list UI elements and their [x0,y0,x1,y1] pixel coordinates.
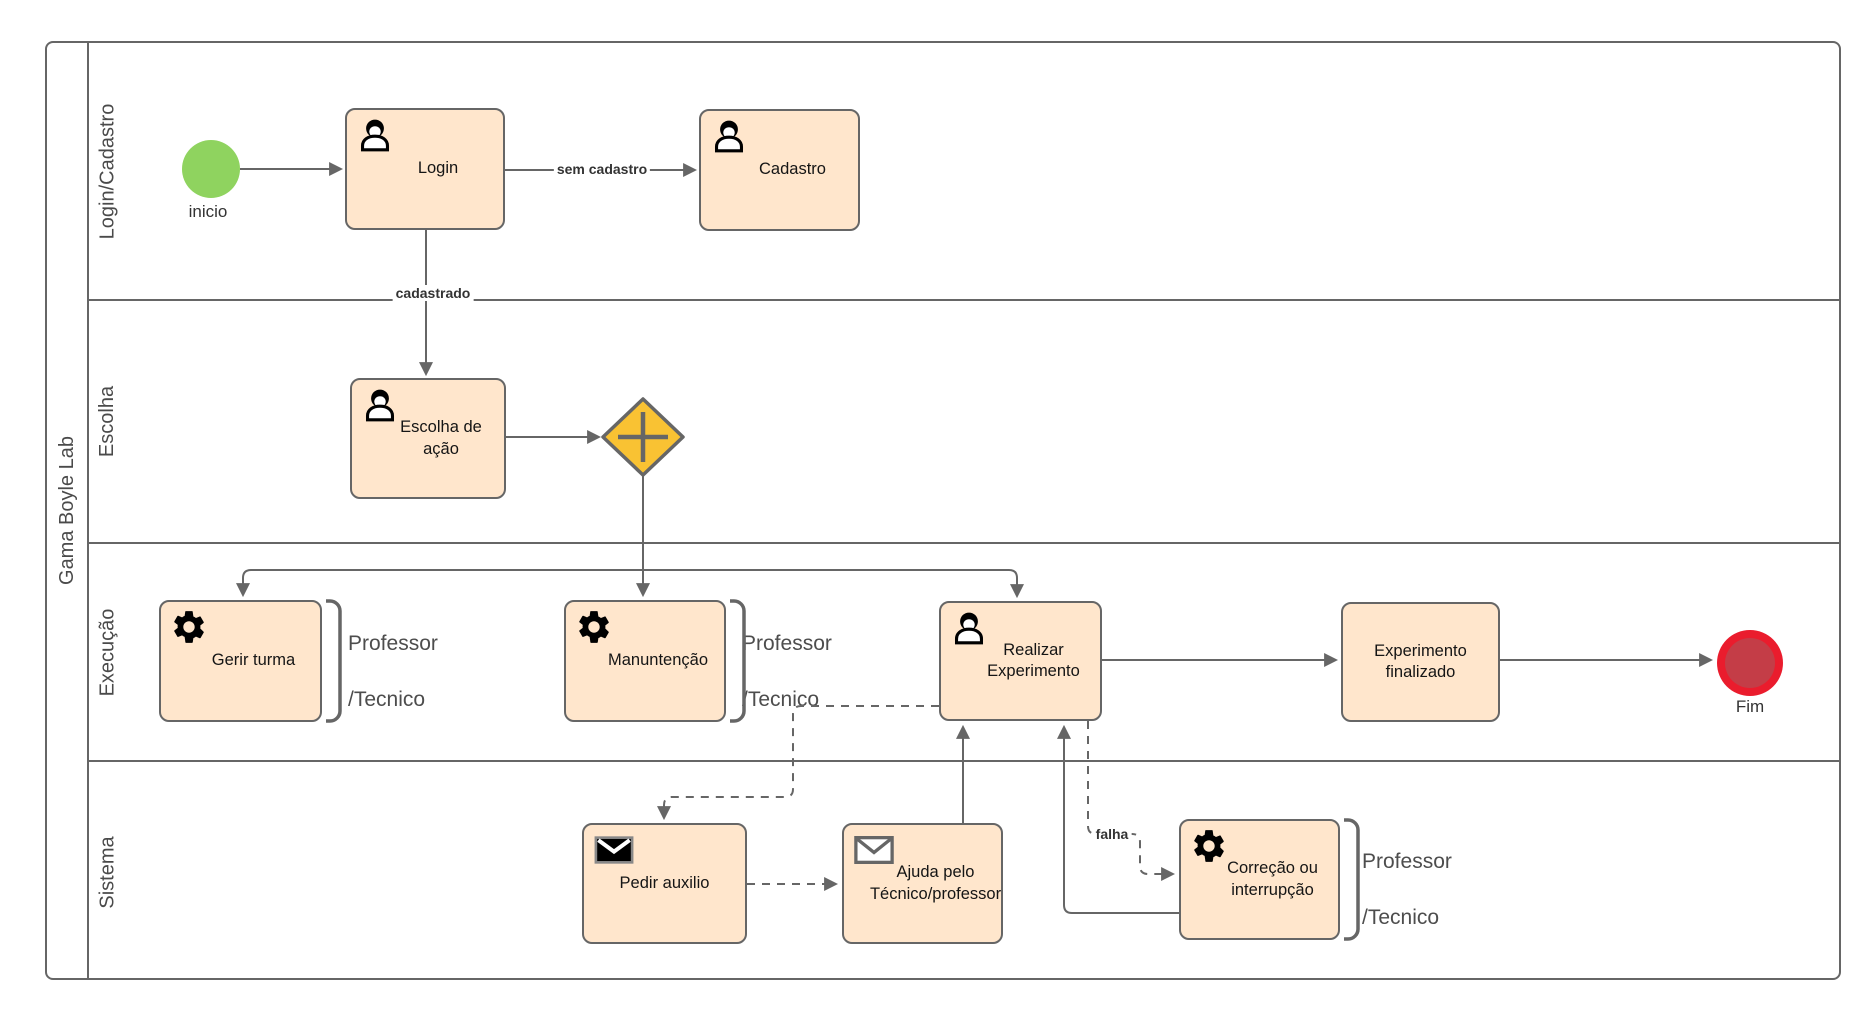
annotation-bracket [326,599,342,723]
task-label: Ajuda pelo Técnico/professor [869,863,1002,903]
annotation-line1: Professor [1362,850,1452,873]
end-event-label: Fim [1735,697,1765,716]
lane-execucao: Execução [89,542,1839,760]
envelope-filled-icon [594,836,634,870]
flow-realizar-pedir-auxilio [657,705,939,821]
annotation-bracket [730,599,746,723]
edge-label-cadastrado: cadastrado [392,285,474,301]
task-label: Correção ou interrupção [1227,859,1318,899]
gear-icon [1190,827,1228,871]
task-experimento-finalizado[interactable]: Experimento finalizado [1341,602,1500,722]
task-correcao-ou-interrupcao[interactable]: Correção ou interrupção [1179,819,1340,940]
plus-icon [618,412,668,462]
task-label: Cadastro [759,160,826,179]
annotation-line2: /Tecnico [348,688,426,711]
task-pedir-auxilio[interactable]: Pedir auxilio [582,823,747,944]
task-cadastro[interactable]: Cadastro [699,109,860,231]
annotation-professor-tecnico: Professor /Tecnico [348,630,438,714]
user-icon [950,609,988,653]
task-realizar-experimento[interactable]: Realizar Experimento [939,601,1102,721]
user-icon [361,386,399,430]
start-event-label: inicio [188,202,228,221]
edge-label-falha: falha [1092,826,1132,842]
annotation-professor-tecnico: Professor /Tecnico [1362,848,1452,932]
task-label: Manuntenção [608,651,708,670]
task-label: Gerir turma [211,651,296,670]
gear-icon [575,608,613,652]
task-label: Escolha de ação [400,418,482,458]
end-event-inner-circle [1725,638,1775,688]
task-gerir-turma[interactable]: Gerir turma [159,600,322,722]
annotation-bracket [1344,818,1360,941]
pool-title: Gama Boyle Lab [47,43,89,978]
task-label: Realizar Experimento [987,640,1080,680]
flow-correcao-realizar [1057,724,1179,914]
user-icon [356,116,394,160]
annotation-line2: /Tecnico [1362,906,1440,929]
gear-icon [170,608,208,652]
task-label: Experimento finalizado [1374,641,1467,681]
end-event[interactable] [1717,630,1783,696]
task-label: Pedir auxilio [619,873,710,892]
annotation-line1: Professor [348,632,438,655]
flow-realizar-falha-correcao [1087,721,1176,881]
edge-label-sem-cadastro: sem cadastro [553,161,651,177]
lane-escolha: Escolha [89,299,1839,542]
annotation-line1: Professor [742,632,832,655]
user-icon [710,117,748,161]
envelope-outline-icon [854,836,894,870]
task-ajuda-pelo-tecnico[interactable]: Ajuda pelo Técnico/professor [842,823,1003,944]
task-escolha-de-acao[interactable]: Escolha de ação [350,378,506,499]
task-manuntencao[interactable]: Manuntenção [564,600,726,722]
flow-gateway-realizar [643,569,1024,599]
task-login[interactable]: Login [345,108,505,230]
task-label: Login [417,159,459,178]
start-event[interactable] [182,140,240,198]
flow-gateway-gerir-turma [236,569,643,598]
parallel-gateway[interactable] [601,397,685,477]
